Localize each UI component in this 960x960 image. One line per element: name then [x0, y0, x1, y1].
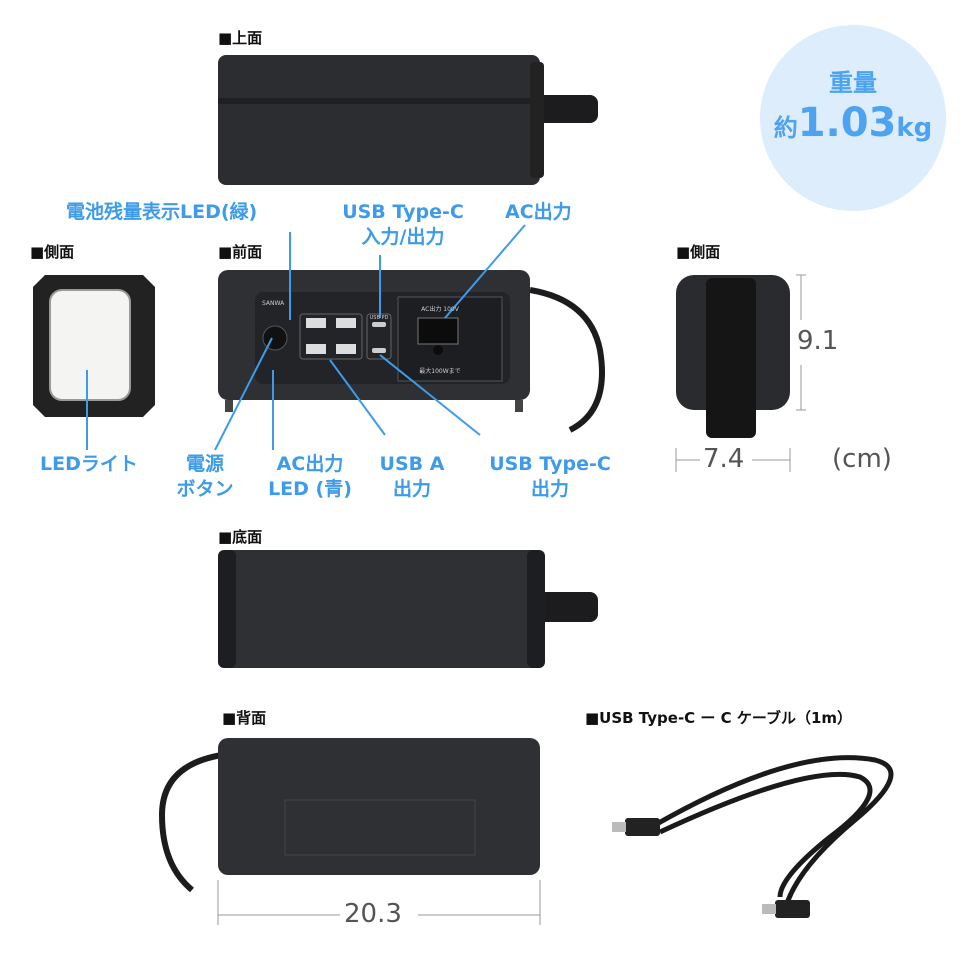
- brand-logo: SANWA: [262, 300, 285, 307]
- callout-ac-led-line2: LED (青): [268, 478, 352, 500]
- callout-usb-c-out-line1: USB Type-C: [489, 453, 611, 475]
- usb-c-cable-image: [612, 755, 894, 918]
- callout-usb-a-line2: 出力: [392, 478, 431, 500]
- device-side-view-led: [33, 275, 155, 417]
- dimension-height: 9.1: [797, 326, 839, 356]
- section-title-cable: ■USB Type-C ー C ケーブル（1m）: [585, 709, 853, 727]
- section-title-top: ■上面: [218, 29, 263, 47]
- section-title-side-right: ■側面: [676, 243, 721, 261]
- callout-ac-led-line1: AC出力: [276, 453, 344, 475]
- ac-panel-label: AC出力 100V: [421, 306, 459, 313]
- callout-usb-a: USB A 出力: [370, 452, 454, 502]
- callout-usb-c-io-line1: USB Type-C: [342, 201, 464, 223]
- usb-pd-label: USB PD: [369, 315, 389, 321]
- callout-ac-led: AC出力 LED (青): [255, 452, 365, 502]
- callout-usb-c-io-line2: 入力/出力: [361, 226, 445, 248]
- device-top-view: [218, 55, 598, 185]
- callout-usb-c-io: USB Type-C 入力/出力: [325, 200, 481, 250]
- callout-power-button: 電源 ボタン: [170, 452, 240, 502]
- callout-usb-c-out: USB Type-C 出力: [472, 452, 628, 502]
- weight-badge: 重量 約1.03kg: [760, 25, 946, 211]
- callout-usb-a-line1: USB A: [379, 453, 445, 475]
- device-side-view-handle: [675, 274, 806, 472]
- weight-value: 1.03: [797, 100, 897, 146]
- callout-power-line1: 電源: [185, 453, 224, 475]
- section-title-front: ■前面: [218, 243, 263, 261]
- ac-max-label: 最大100Wまで: [419, 368, 461, 375]
- section-title-bottom: ■底面: [218, 528, 263, 546]
- callout-usb-c-out-line2: 出力: [530, 478, 569, 500]
- callout-power-line2: ボタン: [176, 478, 234, 500]
- dimension-width: 20.3: [344, 899, 402, 929]
- weight-label: 重量: [829, 69, 877, 97]
- callout-led-light: LEDライト: [40, 453, 138, 475]
- weight-unit: kg: [896, 113, 933, 143]
- dimension-depth: 7.4: [703, 444, 745, 474]
- callout-ac-out: AC出力: [505, 201, 572, 223]
- callout-battery-led: 電池残量表示LED(緑): [66, 201, 258, 223]
- device-back-view: [158, 738, 541, 925]
- weight-prefix: 約: [773, 114, 798, 142]
- callout-lines: [86, 224, 526, 451]
- section-title-side-left: ■側面: [30, 243, 75, 261]
- section-title-back: ■背面: [222, 709, 267, 727]
- dimension-unit: (cm): [832, 444, 892, 474]
- device-front-view: SANWA: [218, 270, 605, 433]
- device-bottom-view: [218, 550, 598, 668]
